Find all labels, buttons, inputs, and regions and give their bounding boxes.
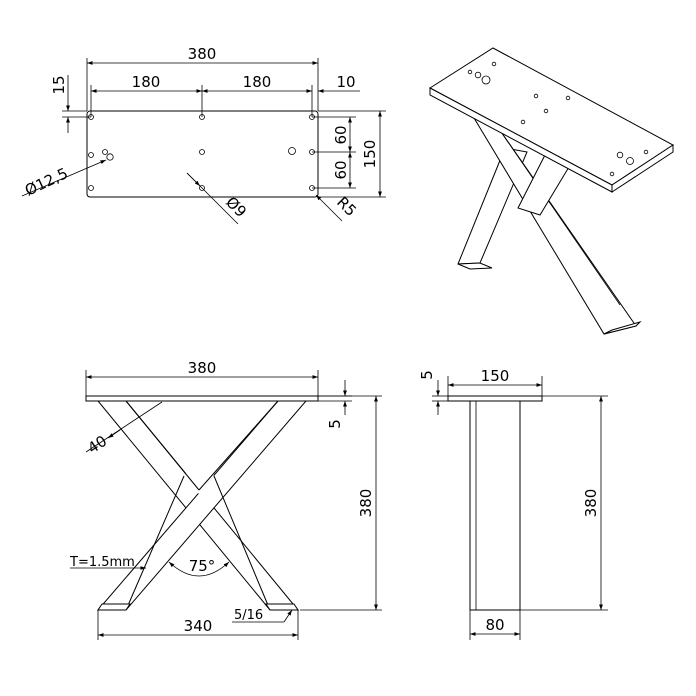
- side-beam-depth-label: 80: [485, 616, 504, 634]
- hole-spacing-right-label: 180: [243, 73, 272, 91]
- hole-spacing-left-label: 180: [132, 73, 161, 91]
- front-height-label: 380: [357, 489, 375, 518]
- isometric-view: [429, 47, 674, 335]
- front-top-width-label: 380: [188, 359, 217, 377]
- front-angle-label: 75°: [189, 557, 216, 575]
- front-wall-thickness-label: T=1.5mm: [69, 555, 135, 570]
- top-height-label: 150: [361, 140, 379, 169]
- edge-offset-right-label: 10: [336, 73, 355, 91]
- front-view: 380 5 380 40 T=1.5mm 75° 5/16 340: [69, 359, 382, 640]
- top-plate-outline: [86, 110, 319, 198]
- side-height-label: 380: [582, 489, 600, 518]
- edge-offset-top-label: 15: [50, 75, 68, 94]
- top-width-label: 380: [188, 45, 217, 63]
- front-top-plate: [85, 395, 319, 402]
- side-view: 150 5 380 80: [418, 367, 608, 640]
- front-foot-note-label: 5/16: [234, 608, 263, 623]
- hole-spacing-vertical-2-label: 60: [332, 160, 350, 179]
- hole-spacing-vertical-1-label: 60: [332, 125, 350, 144]
- front-foot-span-label: 340: [184, 617, 213, 635]
- top-view: 380 180 180 10 15 60 60 150 Ø12,5: [21, 45, 386, 225]
- plate-holes: [88, 114, 315, 191]
- iso-plate-holes: [467, 61, 649, 177]
- front-plate-thickness-label: 5: [326, 419, 344, 429]
- front-beam-width-label: 40: [84, 432, 110, 457]
- large-hole-diameter-label: Ø12,5: [22, 164, 71, 199]
- side-plate-width-label: 150: [481, 367, 510, 385]
- side-plate-thickness-label: 5: [418, 370, 436, 380]
- side-leg: [469, 400, 521, 611]
- side-top-plate: [447, 395, 543, 402]
